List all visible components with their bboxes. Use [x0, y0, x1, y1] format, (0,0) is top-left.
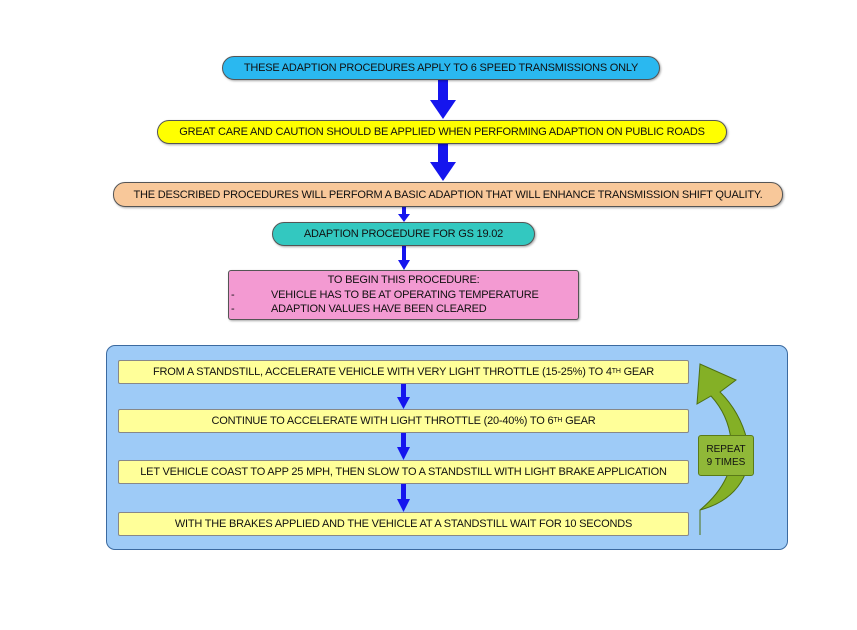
step-1: FROM A STANDSTILL, ACCELERATE VEHICLE WI…: [118, 360, 689, 384]
prerequisite-item: - VEHICLE HAS TO BE AT OPERATING TEMPERA…: [231, 288, 539, 303]
repeat-line-1: REPEAT: [706, 443, 746, 455]
big-arrow-1: [430, 80, 456, 119]
step-3: LET VEHICLE COAST TO APP 25 MPH, THEN SL…: [118, 460, 689, 484]
bullet-dash: -: [231, 288, 235, 301]
procedure-title-box: ADAPTION PROCEDURE FOR GS 19.02: [272, 222, 535, 246]
caution-note-box: GREAT CARE AND CAUTION SHOULD BE APPLIED…: [157, 120, 727, 144]
step-2-suffix: GEAR: [562, 415, 596, 427]
big-arrow-2: [430, 144, 456, 181]
prerequisite-text: ADAPTION VALUES HAVE BEEN CLEARED: [271, 303, 487, 316]
repeat-line-2: 9 TIMES: [706, 456, 746, 468]
applies-note-box: THESE ADAPTION PROCEDURES APPLY TO 6 SPE…: [222, 56, 660, 80]
prerequisites-title: TO BEGIN THIS PROCEDURE:: [327, 274, 480, 287]
prerequisite-item: - ADAPTION VALUES HAVE BEEN CLEARED: [231, 302, 487, 317]
description-note-box: THE DESCRIBED PROCEDURES WILL PERFORM A …: [113, 182, 783, 207]
prerequisite-text: VEHICLE HAS TO BE AT OPERATING TEMPERATU…: [271, 288, 539, 301]
step-1-suffix: GEAR: [620, 366, 655, 378]
step-1-text: FROM A STANDSTILL, ACCELERATE VEHICLE WI…: [153, 366, 612, 378]
step-2: CONTINUE TO ACCELERATE WITH LIGHT THROTT…: [118, 409, 689, 433]
caution-note-text: GREAT CARE AND CAUTION SHOULD BE APPLIED…: [179, 126, 705, 138]
step-2-text: CONTINUE TO ACCELERATE WITH LIGHT THROTT…: [211, 415, 554, 427]
bullet-dash: -: [231, 303, 235, 316]
description-note-text: THE DESCRIBED PROCEDURES WILL PERFORM A …: [133, 188, 763, 201]
step-arrow-1: [397, 384, 410, 409]
step-4-text: WITH THE BRAKES APPLIED AND THE VEHICLE …: [174, 518, 633, 530]
prerequisites-box: TO BEGIN THIS PROCEDURE: - VEHICLE HAS T…: [228, 270, 579, 320]
repeat-badge: REPEAT 9 TIMES: [698, 435, 754, 476]
small-arrow-1: [398, 207, 410, 222]
small-arrow-2: [398, 246, 410, 270]
step-3-text: LET VEHICLE COAST TO APP 25 MPH, THEN SL…: [140, 466, 667, 478]
step-arrow-3: [397, 484, 410, 512]
procedure-title-text: ADAPTION PROCEDURE FOR GS 19.02: [303, 228, 504, 240]
step-4: WITH THE BRAKES APPLIED AND THE VEHICLE …: [118, 512, 689, 536]
step-arrow-2: [397, 433, 410, 460]
applies-note-text: THESE ADAPTION PROCEDURES APPLY TO 6 SPE…: [243, 62, 639, 74]
